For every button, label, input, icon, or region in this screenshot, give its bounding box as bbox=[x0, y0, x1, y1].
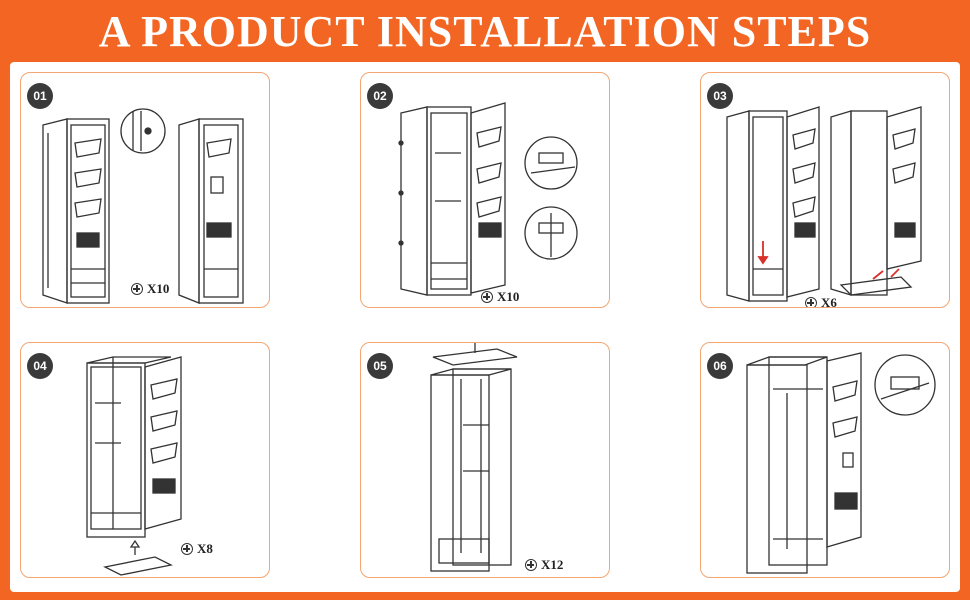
step-number-badge: 03 bbox=[707, 83, 733, 109]
steps-area: 01 bbox=[10, 62, 960, 592]
step-04-illustration bbox=[86, 356, 182, 576]
step-panel-02: 02 bbox=[360, 72, 610, 308]
step-panel-04: 04 X8 bbox=[20, 342, 270, 578]
step-03-illustration bbox=[726, 106, 922, 302]
step-panel-05: 05 X12 bbox=[360, 342, 610, 578]
screw-icon bbox=[131, 283, 143, 295]
screw-quantity: X6 bbox=[821, 295, 837, 308]
step-panel-06: 06 bbox=[700, 342, 950, 578]
step-02-illustration bbox=[398, 102, 578, 296]
page-title: A PRODUCT INSTALLATION STEPS bbox=[98, 7, 872, 56]
step-panel-01: 01 bbox=[20, 72, 270, 308]
step-number-badge: 06 bbox=[707, 353, 733, 379]
screw-icon bbox=[181, 543, 193, 555]
screw-icon bbox=[525, 559, 537, 571]
screw-quantity: X10 bbox=[497, 289, 520, 304]
step-number-badge: 02 bbox=[367, 83, 393, 109]
screw-icon bbox=[481, 291, 493, 303]
step-number-badge: 01 bbox=[27, 83, 53, 109]
step-05-illustration bbox=[430, 343, 518, 572]
step-01-illustration bbox=[42, 108, 244, 304]
step-number-badge: 04 bbox=[27, 353, 53, 379]
screw-quantity: X12 bbox=[541, 557, 564, 572]
step-panel-03: 03 bbox=[700, 72, 950, 308]
step-number-badge: 05 bbox=[367, 353, 393, 379]
screw-icon bbox=[805, 297, 817, 307]
screw-quantity: X8 bbox=[197, 541, 213, 556]
screw-quantity: X10 bbox=[147, 281, 170, 296]
step-06-illustration bbox=[746, 352, 936, 574]
